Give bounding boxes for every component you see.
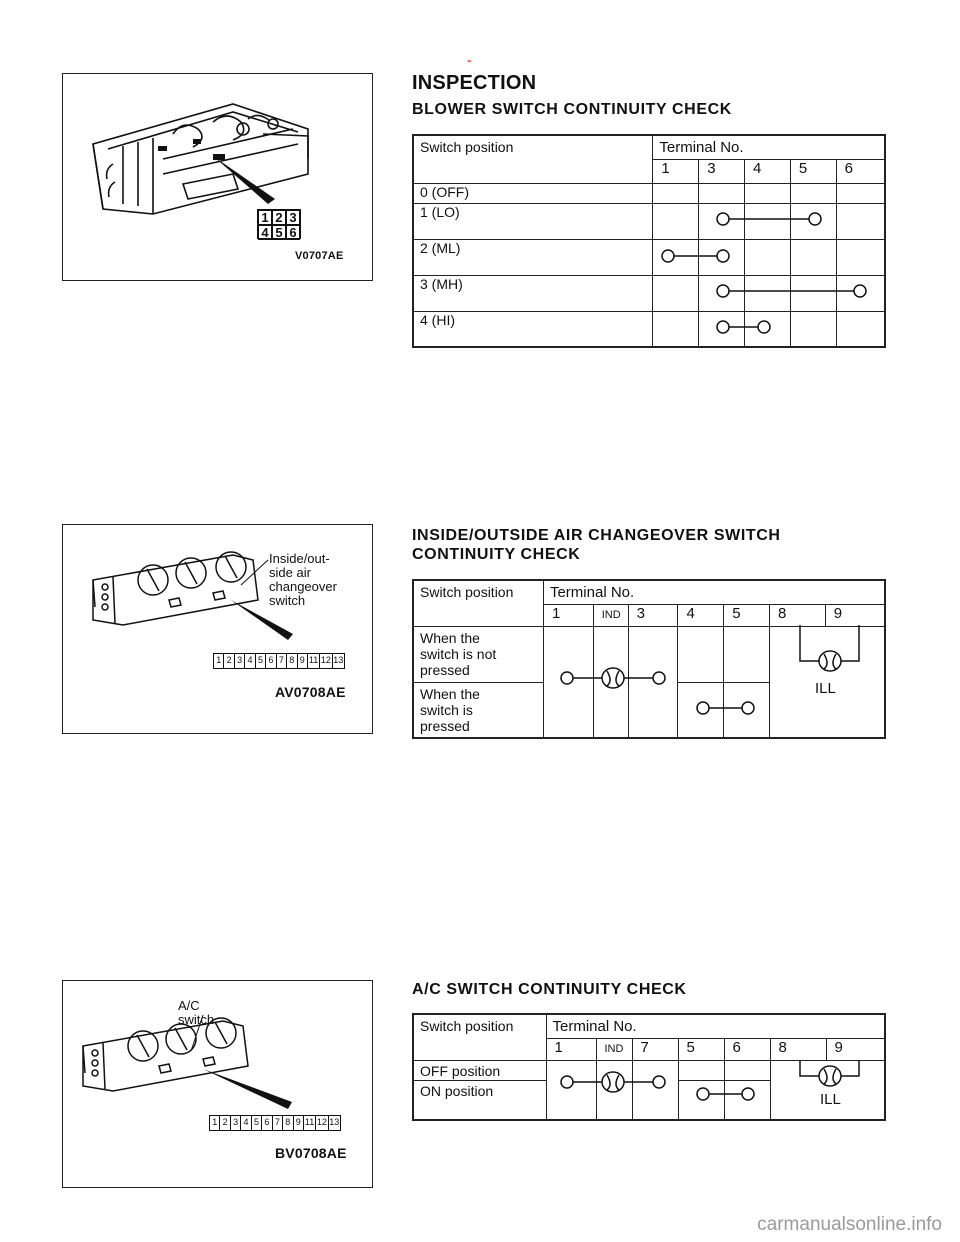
terminal-number: 8 <box>769 603 826 627</box>
row-label: OFF position <box>412 1059 547 1081</box>
row-label: 1 (LO) <box>412 202 654 240</box>
terminal-header: Terminal No. <box>542 579 886 605</box>
terminal-number: 6 <box>723 1037 771 1061</box>
terminal-number: 5 <box>789 158 837 184</box>
blower-switch-illustration <box>92 103 309 215</box>
terminal-number: 9 <box>825 1037 886 1061</box>
ac-panel-illustration <box>82 1014 292 1109</box>
row-label: ON position <box>412 1079 547 1121</box>
section-title: INSPECTION <box>412 72 537 94</box>
ac-switch-figure: 1 2 3 4 5 6 7 8 9 11 12 13 A/C switch BV… <box>62 980 373 1188</box>
row-label: 2 (ML) <box>412 238 654 276</box>
ac-heading: A/C SWITCH CONTINUITY CHECK <box>412 981 687 998</box>
terminal-number: 3 <box>627 603 679 627</box>
watermark: carmanualsonline.info <box>757 1214 942 1235</box>
row-label: 4 (HI) <box>412 310 654 348</box>
terminal-number: 6 <box>835 158 886 184</box>
terminal-number: 4 <box>744 158 791 184</box>
terminal-number: 5 <box>677 1037 725 1061</box>
blower-heading: BLOWER SWITCH CONTINUITY CHECK <box>412 101 732 118</box>
ill-label: ILL <box>820 1091 841 1108</box>
row-label: 0 (OFF) <box>412 182 654 204</box>
inside-outside-heading: INSIDE/OUTSIDE AIR CHANGEOVER SWITCH CON… <box>412 527 781 563</box>
terminal-number: 9 <box>824 603 886 627</box>
terminal-number: IND <box>595 1037 633 1061</box>
terminal-number: 1 <box>542 603 594 627</box>
blower-continuity-table: Switch position Terminal No. 1 3 4 5 6 0… <box>412 134 886 348</box>
terminal-header: Terminal No. <box>652 134 886 160</box>
terminal-number: 7 <box>631 1037 679 1061</box>
terminal-number: 4 <box>677 603 725 627</box>
terminal-header: Terminal No. <box>545 1013 886 1039</box>
col-header: Switch position <box>412 134 654 184</box>
inside-outside-continuity-table: Switch position Terminal No. 1 IND 3 4 5… <box>412 579 886 739</box>
control-panel-illustration <box>92 551 293 640</box>
terminal-number: IND <box>592 603 629 627</box>
blower-switch-figure: 1 2 3 4 5 6 V0707AE <box>62 73 373 281</box>
row-label: 3 (MH) <box>412 274 654 312</box>
ill-label: ILL <box>815 680 836 697</box>
inside-outside-switch-figure: 1 2 3 4 5 6 7 8 9 11 12 13 Inside/out- s… <box>62 524 373 734</box>
terminal-number: 1 <box>545 1037 597 1061</box>
col-header: Switch position <box>412 579 544 627</box>
terminal-number: 1 <box>652 158 700 184</box>
top-mark: - <box>467 52 472 68</box>
terminal-number: 8 <box>769 1037 827 1061</box>
terminal-number: 5 <box>723 603 771 627</box>
ac-continuity-table: Switch position Terminal No. 1 IND 7 5 6… <box>412 1013 886 1121</box>
terminal-number: 3 <box>698 158 745 184</box>
col-header: Switch position <box>412 1013 547 1061</box>
